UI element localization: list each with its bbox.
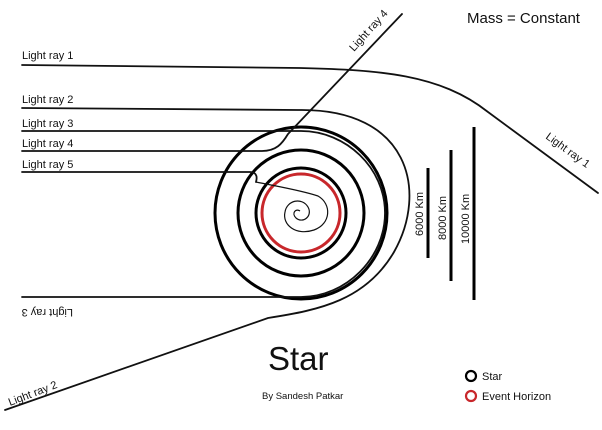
star-title: Star [268, 340, 329, 377]
event-horizon-circle [260, 172, 342, 254]
light-ray-4-in-label: Light ray 4 [22, 138, 73, 150]
light-ray-3-in-label: Light ray 3 [22, 118, 73, 130]
light-ray-5-in-label: Light ray 5 [22, 159, 73, 171]
light-ray-3-out-label: Light ray 3 [22, 306, 73, 318]
scale-label-6000km: 6000 Km [414, 192, 426, 236]
legend-horizon-marker [464, 389, 478, 403]
scale-label-10000km: 10000 Km [460, 194, 472, 244]
light-ray-1-out-label: Light ray 1 [543, 131, 592, 171]
light-ray-2-path [4, 107, 411, 411]
spiral-into-singularity [255, 181, 329, 233]
mass-constant-header: Mass = Constant [467, 10, 581, 27]
light-ray-1-path [21, 64, 599, 194]
legend-horizon-label: Event Horizon [482, 391, 551, 403]
legend-star-marker [464, 369, 478, 383]
light-ray-4-out-label: Light ray 4 [347, 8, 390, 54]
light-ray-3-path [21, 130, 386, 298]
star-ring-8000km [236, 148, 366, 278]
light-ray-2-in-label: Light ray 2 [22, 94, 73, 106]
legend-star-label: Star [482, 371, 503, 383]
author-byline: By Sandesh Patkar [262, 391, 343, 402]
light-ray-1-in-label: Light ray 1 [22, 50, 73, 62]
light-ray-4-path [21, 13, 403, 152]
star-ring-10000km [213, 125, 389, 301]
star-ring-6000km [254, 166, 348, 260]
light-ray-5-path [21, 171, 258, 183]
scale-label-8000km: 8000 Km [437, 196, 449, 240]
